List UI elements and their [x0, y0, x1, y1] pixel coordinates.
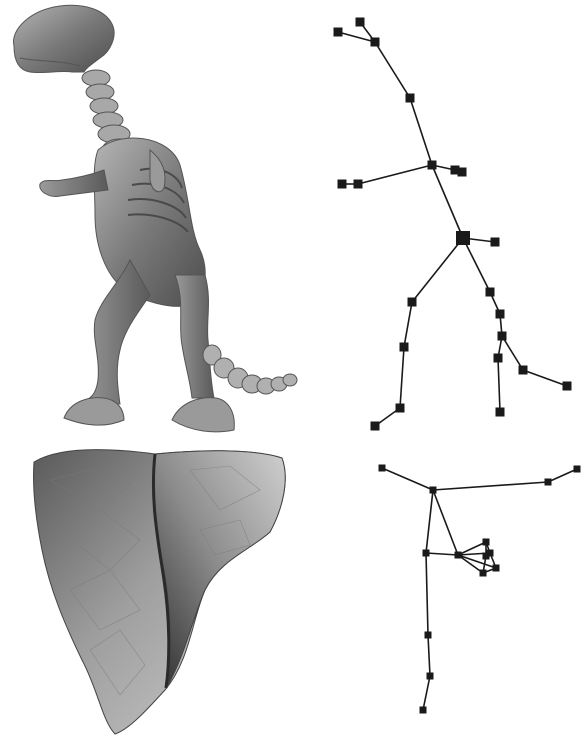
bone-mesh-image [20, 440, 310, 740]
bone-skeleton-node [480, 570, 487, 577]
bone-skeleton-edge [426, 490, 433, 553]
dino-skeleton-node [519, 366, 528, 375]
dino-skeleton-node [498, 332, 507, 341]
dinosaur-model-image [0, 0, 310, 440]
dino-skeleton-node [408, 298, 417, 307]
bone-mesh-right-face [153, 451, 285, 685]
bone-skeleton-edge [426, 553, 428, 635]
dino-skeleton-node [563, 382, 572, 391]
dino-skeleton-node [338, 180, 347, 189]
dino-tail [203, 345, 297, 394]
bone-skeleton-edge [458, 555, 496, 568]
bone-skeleton-edge [382, 468, 433, 490]
bone-mesh-drawing [20, 440, 310, 740]
dino-skeleton-node [396, 404, 405, 413]
bone-skeleton-node [545, 479, 552, 486]
bone-skeleton-node [455, 552, 462, 559]
dino-skeleton-node [371, 38, 380, 47]
bone-skeleton-node [483, 553, 490, 560]
dino-skeleton-edge [358, 165, 432, 184]
bone-skeleton-graph [320, 440, 582, 740]
bone-skeleton-node [574, 466, 581, 473]
bone-skeleton-node [493, 565, 500, 572]
dino-skeleton-node [496, 408, 505, 417]
dino-skeleton-edge [498, 358, 500, 412]
dino-left-foot [64, 398, 124, 425]
dino-skeleton-edge [412, 238, 463, 302]
dinosaur-skeleton-drawing [320, 0, 582, 440]
dino-skeleton-node [494, 354, 503, 363]
dino-skeleton-node [491, 238, 500, 247]
bone-skeleton-node [483, 539, 490, 546]
bone-skeleton-node [427, 673, 434, 680]
dino-skeleton-node [354, 180, 363, 189]
dino-right-leg [175, 275, 214, 398]
dino-skeleton-node [428, 161, 437, 170]
dinosaur-model-drawing [0, 0, 310, 440]
dino-skeleton-node [400, 343, 409, 352]
bone-skeleton-node [423, 550, 430, 557]
dino-skeleton-node [356, 18, 365, 27]
bone-skeleton-node [430, 487, 437, 494]
dino-skeleton-node [406, 94, 415, 103]
dino-skeleton-node [456, 231, 470, 245]
dino-skeleton-edge [375, 42, 410, 98]
bone-skeleton-node [425, 632, 432, 639]
bone-skeleton-edge [433, 490, 458, 555]
dino-skeleton-node [334, 28, 343, 37]
dinosaur-skeleton-graph [320, 0, 582, 440]
dino-skeleton-edge [404, 302, 412, 347]
dino-skeleton-edge [400, 347, 404, 408]
bone-skeleton-node [379, 465, 386, 472]
bone-skeleton-edge [458, 555, 483, 573]
bone-skeleton-node [420, 707, 427, 714]
dino-skeleton-node [496, 310, 505, 319]
dino-skeleton-edge [410, 98, 432, 165]
dino-skeleton-edge [523, 370, 567, 386]
bone-skeleton-edge [426, 553, 458, 555]
bone-skeleton-edge [433, 482, 548, 490]
dino-skeleton-node [371, 422, 380, 431]
bone-skeleton-edge [423, 676, 430, 710]
dino-right-foot [172, 398, 234, 432]
dino-skeleton-node [458, 168, 467, 177]
dino-skeleton-edge [463, 238, 490, 292]
dino-skeleton-edge [502, 336, 523, 370]
bone-skeleton-drawing [320, 440, 582, 740]
bone-skeleton-edge [428, 635, 430, 676]
dino-skeleton-node [486, 288, 495, 297]
bone-skeleton-edge [548, 469, 577, 482]
dino-left-leg [80, 260, 150, 404]
